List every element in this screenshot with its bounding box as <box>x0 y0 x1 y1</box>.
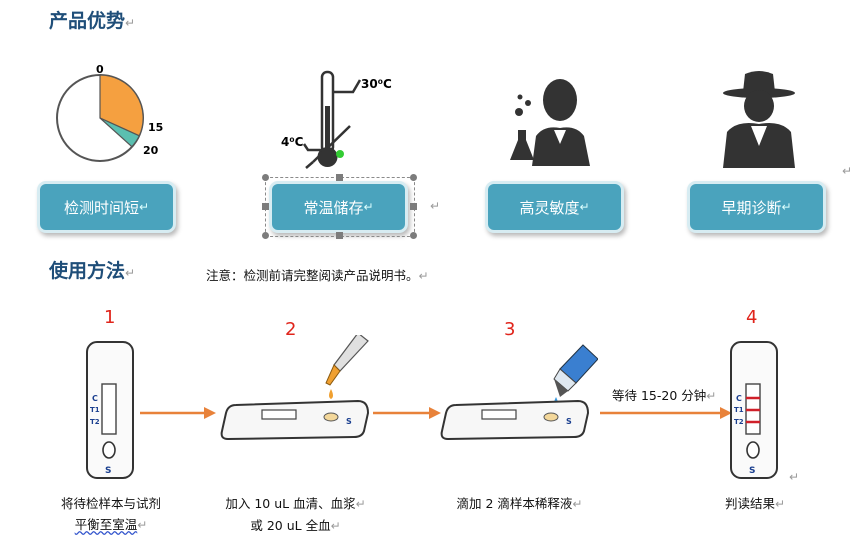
thermo-low-label: 4⁰C <box>281 135 304 149</box>
step-caption-2: 加入 10 uL 血清、血浆↵ 或 20 uL 全血↵ <box>225 496 366 533</box>
cassette-label-c: C <box>736 394 742 403</box>
step-number-1: 1 <box>104 307 116 328</box>
result-test-cassette: C T1 T2 S <box>730 341 778 479</box>
feature-button-high-sensitivity[interactable]: 高灵敏度↵ <box>488 184 621 230</box>
step-number-3: 3 <box>504 319 516 340</box>
paragraph-mark: ↵ <box>430 199 441 213</box>
arrow-right-icon <box>140 407 216 419</box>
cassette-label-t1: T1 <box>90 406 100 414</box>
cassette-label-s: S <box>346 417 352 426</box>
paragraph-mark: ↵ <box>842 164 853 178</box>
note-text: 注意：检测前请完整阅读产品说明书。↵ <box>206 268 429 283</box>
arrow-right-icon <box>373 407 441 419</box>
flat-test-cassette-with-dropper: S <box>440 344 598 441</box>
detective-icon <box>723 71 795 168</box>
step-caption-4: 判读结果↵ <box>724 496 786 511</box>
paragraph-mark: ↵ <box>789 470 800 484</box>
pie-tick-0: 0 <box>96 63 104 76</box>
step-caption-3: 滴加 2 滴样本稀释液↵ <box>456 496 583 511</box>
feature-button-short-time[interactable]: 检测时间短↵ <box>40 184 173 230</box>
scientist-icon <box>510 79 590 166</box>
resize-handle[interactable] <box>336 232 343 239</box>
resize-handle[interactable] <box>336 174 343 181</box>
resize-handle[interactable] <box>410 232 417 239</box>
thermo-high-label: 30⁰C <box>361 77 392 91</box>
cassette-label-s: S <box>105 466 111 476</box>
arrow-right-icon <box>600 407 732 419</box>
thermometer-icon: 30⁰C 4⁰C <box>281 70 392 169</box>
cassette-label-t2: T2 <box>90 418 100 426</box>
cassette-label-s: S <box>749 466 755 476</box>
flat-test-cassette-with-pipette: S <box>220 335 370 441</box>
feature-button-early-diagnosis[interactable]: 早期诊断↵ <box>690 184 823 230</box>
cassette-label-c: C <box>92 394 98 403</box>
feature-button-room-temp-storage[interactable]: 常温储存↵ <box>272 184 405 230</box>
resize-handle[interactable] <box>410 203 417 210</box>
cassette-label-t1: T1 <box>734 406 744 414</box>
advantages-heading: 产品优势↵ <box>49 10 136 32</box>
selection-frame[interactable] <box>265 177 415 237</box>
step-number-2: 2 <box>285 319 297 340</box>
step-caption-1: 将待检样本与试剂 平衡至室温↵ <box>60 496 161 532</box>
pie-tick-15: 15 <box>148 121 163 134</box>
wait-time-label: 等待 15-20 分钟↵ <box>612 388 717 403</box>
cassette-label-t2: T2 <box>734 418 744 426</box>
resize-handle[interactable] <box>262 203 269 210</box>
step-number-4: 4 <box>746 307 758 328</box>
vertical-test-cassette: C T1 T2 S <box>86 341 134 479</box>
usage-heading: 使用方法↵ <box>49 260 136 282</box>
resize-handle[interactable] <box>262 174 269 181</box>
cassette-label-s: S <box>566 417 572 426</box>
resize-handle[interactable] <box>262 232 269 239</box>
pie-tick-20: 20 <box>143 144 159 157</box>
clock-pie-icon: 0 15 20 <box>56 63 163 162</box>
resize-handle[interactable] <box>410 174 417 181</box>
